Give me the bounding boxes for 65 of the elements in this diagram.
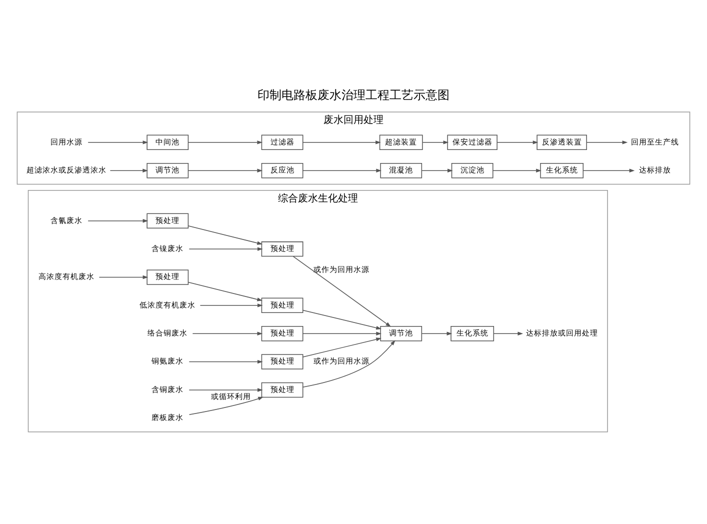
- arrow: [422, 168, 453, 172]
- node-box: 中间池: [146, 134, 189, 150]
- node-box: 反渗透装置: [536, 134, 587, 150]
- edge-label: 或循环利用: [210, 392, 251, 402]
- node-box: 预处理: [261, 241, 304, 257]
- diagram-title: 印制电路板废水治理工程工艺示意图: [258, 88, 450, 102]
- node-text: 含铜废水: [152, 384, 184, 394]
- node-text: 铜氨废水: [152, 356, 184, 366]
- node-text: 达标排放或回用处理: [526, 328, 598, 338]
- arrow: [200, 304, 263, 308]
- node-text: 磨板废水: [152, 413, 184, 422]
- arrow: [586, 140, 628, 144]
- node-box: 预处理: [261, 354, 304, 370]
- node-text: 络合铜废水: [148, 328, 188, 338]
- node-text: 含氰废水: [50, 216, 83, 225]
- node-box: 过滤器: [261, 134, 304, 150]
- node-box: 预处理: [146, 270, 189, 285]
- arrow: [110, 168, 148, 172]
- arrow: [188, 168, 263, 172]
- arrow: [582, 168, 635, 172]
- arrow: [188, 282, 262, 302]
- node-text: 回用水源: [50, 137, 83, 146]
- arrow: [192, 332, 263, 336]
- node-box: 预处理: [261, 326, 304, 342]
- arrow: [88, 219, 148, 223]
- node-text: 低浓度有机废水: [140, 300, 196, 310]
- arrow: [302, 332, 382, 336]
- node-box: 生化系统: [540, 162, 584, 178]
- arrow: [188, 225, 262, 245]
- arrow: [422, 332, 452, 336]
- node-box: 反应池: [261, 162, 304, 178]
- arrow: [302, 338, 382, 358]
- arrow: [188, 247, 263, 251]
- arrow: [492, 168, 542, 172]
- node-text: 超滤浓水或反渗透浓水: [26, 166, 107, 174]
- node-box: 预处理: [146, 213, 189, 228]
- node-box: 调节池: [380, 326, 422, 342]
- arrow: [496, 140, 538, 144]
- node-box: 预处理: [261, 298, 304, 314]
- arrow: [188, 388, 263, 392]
- node-box: 超滤装置: [379, 134, 423, 150]
- arrow: [302, 340, 396, 388]
- node-box: 保安过滤器: [447, 134, 498, 150]
- arrow: [302, 168, 382, 172]
- arrow: [302, 140, 381, 144]
- edge-label: 或作为回用水源: [313, 264, 370, 274]
- node-box: 沉淀池: [451, 162, 494, 178]
- arrow: [292, 256, 391, 327]
- node-box: 生化系统: [450, 326, 494, 342]
- node-text: 达标排放: [639, 166, 672, 174]
- node-box: 预处理: [261, 382, 304, 398]
- node-box: 混凝池: [380, 162, 422, 178]
- arrow: [98, 275, 148, 280]
- node-text: 高浓度有机废水: [38, 272, 95, 282]
- arrow: [188, 360, 263, 364]
- arrow: [302, 310, 382, 330]
- arrow: [422, 140, 449, 144]
- arrow: [188, 396, 264, 416]
- node-box: 调节池: [146, 162, 189, 178]
- arrow: [88, 140, 148, 144]
- arrow: [188, 140, 263, 144]
- edge-label: 或作为回用水源: [313, 356, 370, 366]
- arrow: [493, 332, 524, 336]
- node-text: 回用至生产线: [631, 137, 680, 146]
- node-text: 含镍废水: [152, 244, 184, 253]
